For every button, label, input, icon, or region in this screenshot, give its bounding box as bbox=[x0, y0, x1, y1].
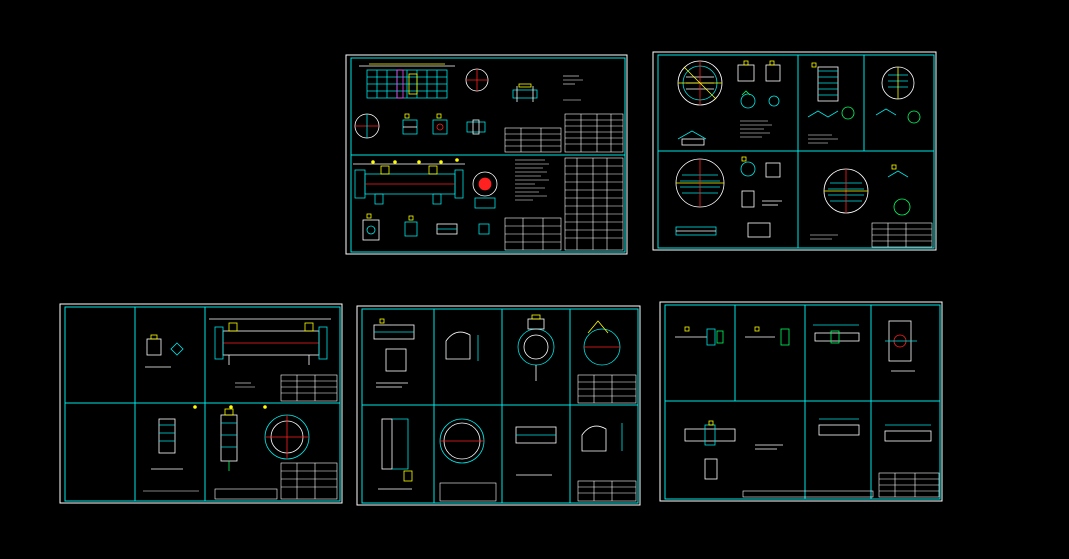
title-block-4b bbox=[439, 480, 637, 502]
support-detail-4e bbox=[378, 418, 413, 490]
section-view-2b bbox=[807, 62, 855, 120]
sheet-border bbox=[59, 303, 343, 504]
drawing-sheet-bottom-right[interactable] bbox=[659, 301, 944, 503]
flange-section-4d bbox=[583, 320, 621, 366]
title-block-3a bbox=[235, 374, 338, 402]
pipe-detail-5c bbox=[813, 324, 860, 344]
drawing-sheet-bottom-center[interactable] bbox=[356, 305, 642, 507]
sheet-border bbox=[652, 51, 937, 251]
inner-frame bbox=[64, 306, 341, 502]
title-block-3b bbox=[143, 462, 338, 500]
elbow-detail-4b bbox=[445, 331, 479, 361]
title-block-4a bbox=[577, 374, 637, 404]
tubesheet-plan-1 bbox=[677, 60, 723, 106]
detail-group-2a bbox=[737, 60, 781, 109]
tubesheet-circle-3e bbox=[264, 414, 310, 460]
bracket-detail-3c bbox=[151, 418, 183, 470]
section-circle-top bbox=[465, 68, 489, 92]
title-block-2 bbox=[810, 222, 933, 248]
parts-list-lower bbox=[504, 157, 624, 251]
drawing-sheet-bottom-left[interactable] bbox=[59, 303, 344, 505]
end-view-circle bbox=[472, 171, 498, 209]
bundle-highlights bbox=[369, 63, 445, 99]
pipe-detail-5f bbox=[818, 418, 860, 436]
plate-detail-4a bbox=[373, 318, 415, 388]
tubesheet-circle-4f bbox=[439, 418, 485, 464]
small-details-upper bbox=[402, 113, 486, 135]
notes-2b bbox=[808, 134, 838, 144]
callouts-3 bbox=[193, 405, 267, 409]
sheet-border bbox=[659, 301, 943, 502]
pipe-detail-5g bbox=[884, 424, 932, 442]
channel-detail-4g bbox=[515, 426, 557, 476]
title-block-5 bbox=[742, 472, 940, 498]
flange-detail-3a bbox=[145, 334, 184, 368]
small-details-lower bbox=[362, 213, 490, 241]
callout-markers-lower bbox=[371, 158, 459, 164]
title-block-upper bbox=[504, 113, 624, 153]
text-notes-upper bbox=[563, 75, 583, 101]
drawing-sheet-top-right[interactable] bbox=[652, 51, 938, 252]
nozzle-detail-2a bbox=[677, 130, 707, 146]
detail-group-2e bbox=[887, 164, 911, 216]
inner-frame bbox=[361, 308, 639, 504]
part-detail-upper-right bbox=[512, 83, 538, 102]
assembly-detail-5e bbox=[684, 420, 783, 480]
section-view-2c bbox=[875, 66, 921, 124]
nozzle-section-3d bbox=[220, 408, 238, 471]
inner-frame bbox=[664, 304, 941, 500]
notes-lower bbox=[515, 159, 549, 201]
drawing-sheet-top-center[interactable] bbox=[345, 54, 629, 256]
nozzle-detail-2b bbox=[675, 226, 717, 236]
pipe-detail-5b bbox=[745, 326, 790, 346]
notes-2a bbox=[740, 120, 772, 138]
tubesheet-plan-3 bbox=[823, 168, 869, 214]
detail-group-2d bbox=[740, 156, 782, 238]
flange-circle-left bbox=[354, 113, 380, 139]
shell-elevation-3b bbox=[209, 318, 331, 365]
sheet-border bbox=[356, 305, 641, 506]
tube-bundle-elevation bbox=[359, 65, 455, 99]
sectional-detail-5d bbox=[885, 320, 917, 372]
flange-section-4c bbox=[517, 314, 555, 381]
pipe-detail-5a bbox=[675, 326, 724, 346]
elbow-detail-4h bbox=[581, 423, 623, 452]
tubesheet-plan-2 bbox=[675, 158, 725, 208]
heat-exchanger-elevation bbox=[353, 163, 465, 205]
sheet-border bbox=[345, 54, 628, 255]
